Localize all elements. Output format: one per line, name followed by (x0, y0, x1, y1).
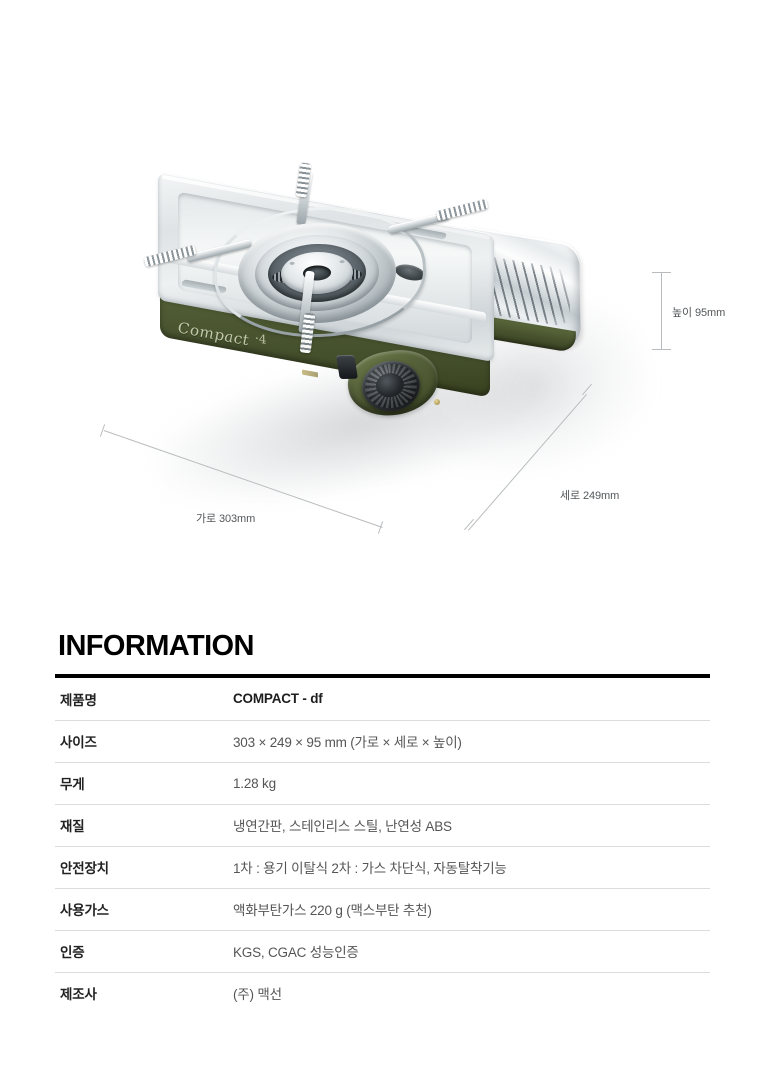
spec-label: 제조사 (55, 971, 233, 1014)
height-dimension-line (661, 272, 662, 350)
portable-gas-stove-illustration: Compact ·4 (143, 162, 581, 445)
spec-label: 안전장치 (55, 845, 233, 888)
spec-value: 303 × 249 × 95 mm (가로 × 세로 × 높이) (233, 719, 710, 762)
burner-assembly (236, 214, 398, 331)
width-dimension-label: 가로 303mm (196, 513, 256, 525)
spec-value: 1.28 kg (233, 761, 710, 804)
height-dimension-tick-bottom (652, 349, 671, 350)
spec-value: 1차 : 용기 이탈식 2차 : 가스 차단식, 자동탈착기능 (233, 845, 710, 888)
height-dimension-tick-top (652, 272, 671, 273)
spec-label: 사용가스 (55, 887, 233, 930)
spec-value: KGS, CGAC 성능인증 (233, 929, 710, 972)
spec-value: (주) 맥선 (233, 971, 710, 1014)
spec-label: 사이즈 (55, 719, 233, 762)
ignition-lever (336, 354, 358, 380)
table-row: 제품명 COMPACT - df (55, 678, 710, 720)
product-hero-image: Compact ·4 (0, 0, 769, 600)
depth-dimension-label: 세로 249mm (560, 490, 620, 502)
compact-logo-mark: ·4 (255, 330, 267, 348)
spec-label: 재질 (55, 803, 233, 846)
spec-label: 인증 (55, 929, 233, 972)
front-badge (302, 369, 318, 378)
spec-value: 냉연간판, 스테인리스 스틸, 난연성 ABS (233, 803, 710, 846)
knob-screw (434, 399, 440, 405)
spec-label: 무게 (55, 761, 233, 804)
table-row: 제조사(주) 맥선 (55, 971, 710, 1014)
pot-support-teeth-right (435, 198, 489, 222)
spec-label: 제품명 (60, 692, 97, 708)
spec-value: COMPACT - df (233, 691, 323, 707)
spec-value: 액화부탄가스 220 g (맥스부탄 추천) (233, 887, 710, 930)
information-heading: INFORMATION (58, 630, 254, 662)
information-heading-rule (55, 674, 710, 678)
height-dimension-label: 높이 95mm (672, 307, 726, 319)
